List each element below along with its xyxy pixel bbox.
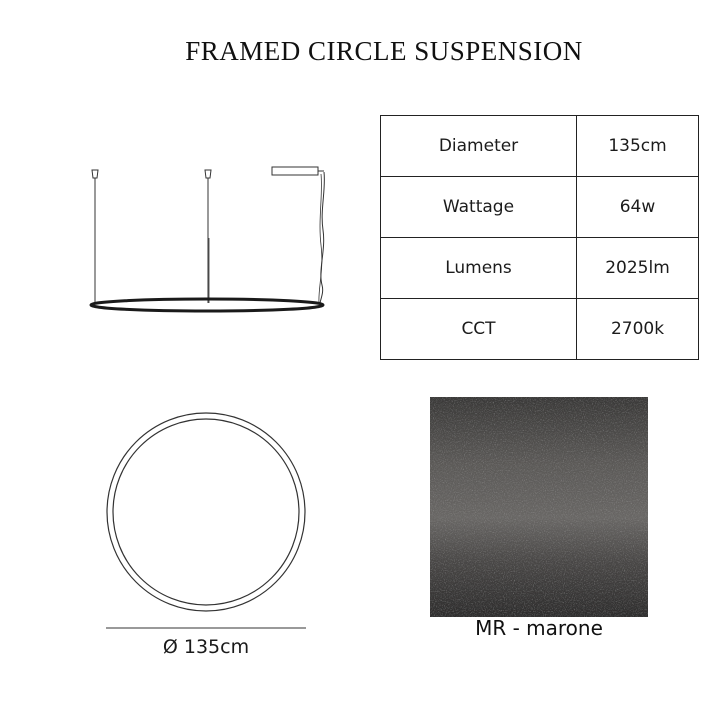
spec-table: Diameter 135cm Wattage 64w Lumens 2025lm… — [380, 115, 699, 360]
ceiling-anchor-middle — [204, 169, 212, 179]
driver-canopy — [271, 166, 319, 176]
spec-label: Wattage — [380, 176, 577, 238]
spec-value: 64w — [576, 176, 699, 238]
power-cable — [319, 171, 325, 304]
spec-row-cct: CCT 2700k — [380, 298, 699, 360]
spec-value: 2700k — [576, 298, 699, 360]
ring-side — [89, 297, 325, 313]
spec-row-wattage: Wattage 64w — [380, 176, 699, 238]
spec-label: Diameter — [380, 115, 577, 177]
finish-texture — [430, 397, 648, 617]
ring-inner-edge — [112, 418, 300, 606]
side-view-drawing — [89, 166, 325, 313]
page-title: FRAMED CIRCLE SUSPENSION — [185, 36, 583, 66]
spec-label: Lumens — [380, 237, 577, 299]
finish-swatch — [430, 397, 648, 617]
finish-caption: MR - marone — [475, 616, 603, 640]
spec-label: CCT — [380, 298, 577, 360]
spec-row-diameter: Diameter 135cm — [380, 115, 699, 177]
ceiling-anchor-left — [91, 169, 99, 179]
diameter-dimension-label: Ø 135cm — [162, 636, 250, 658]
spec-row-lumens: Lumens 2025lm — [380, 237, 699, 299]
spec-value: 2025lm — [576, 237, 699, 299]
spec-value: 135cm — [576, 115, 699, 177]
top-view-drawing — [106, 412, 306, 629]
ring-outer-edge — [106, 412, 306, 612]
